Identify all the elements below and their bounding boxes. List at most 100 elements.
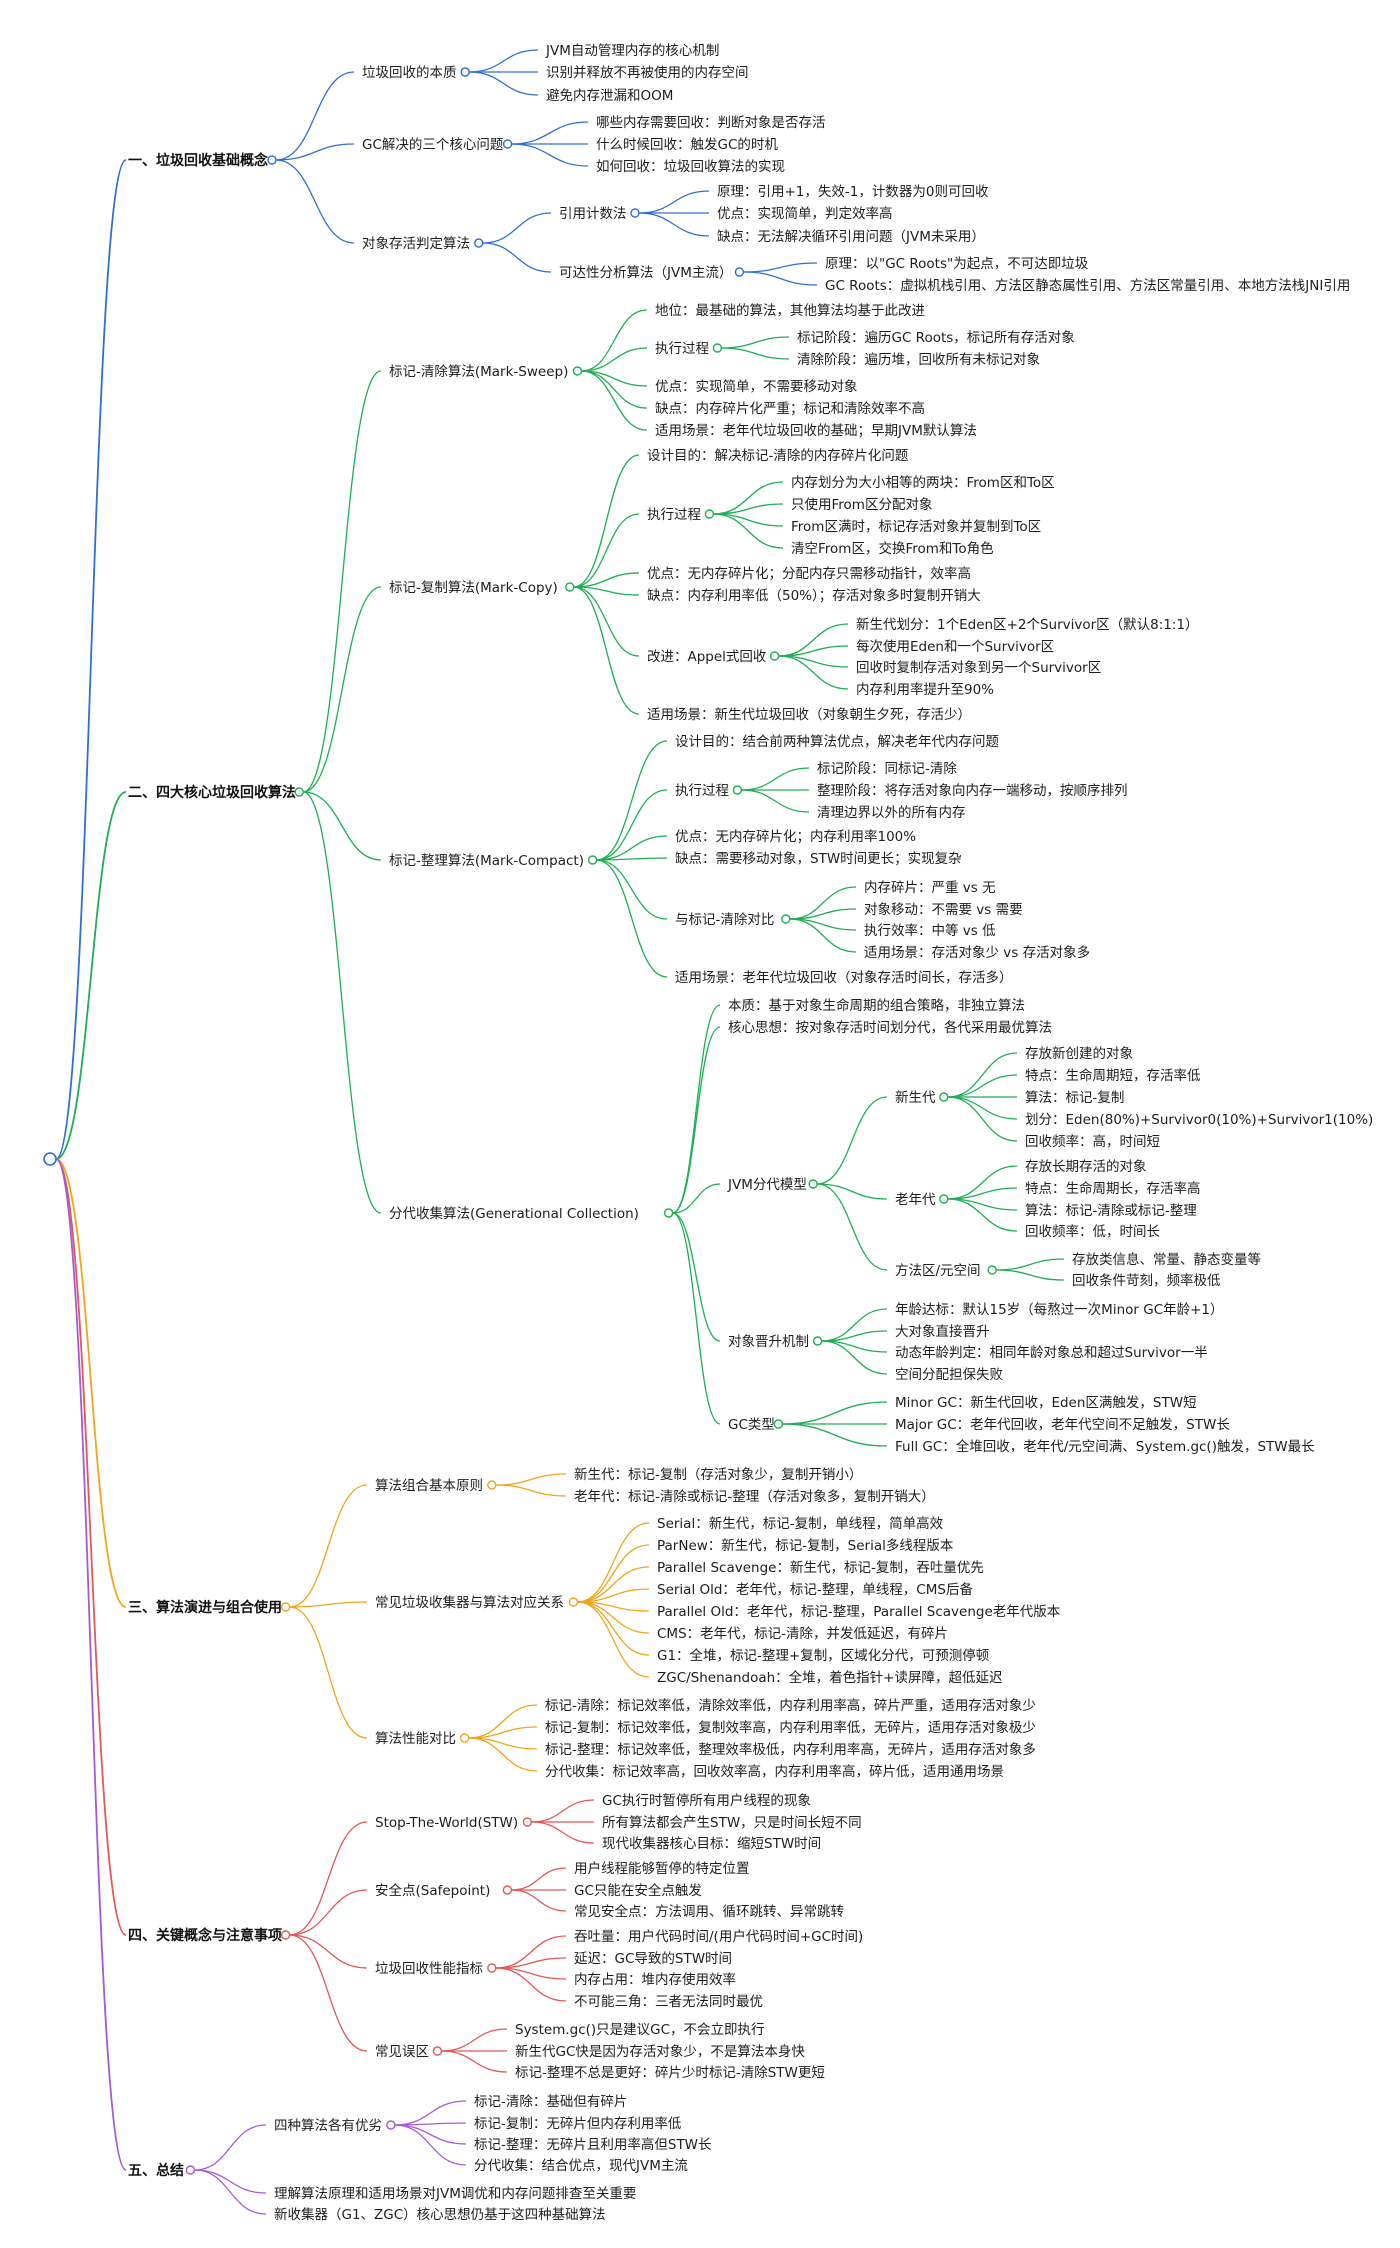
branch-4[interactable]: 五、总结 [128,2162,184,2179]
node-1-0-1[interactable]: 执行过程 [655,341,709,357]
node-1-3-2-0-3-eden-80-survivor0-10-sur[interactable]: 划分：Eden(80%)+Survivor0(10%)+Survivor1(10… [1025,1112,1373,1128]
node-1-3-2-0-1[interactable]: 特点：生命周期短，存活率低 [1025,1067,1201,1084]
node-1-3-4-gc[interactable]: GC类型 [728,1417,775,1433]
node-2-1[interactable]: 常见垃圾收集器与算法对应关系 [375,1594,564,1611]
node-1-0-4-jvm[interactable]: 适用场景：老年代垃圾回收的基础；早期JVM默认算法 [655,422,977,439]
node-1-3-0[interactable]: 本质：基于对象生命周期的组合策略，非独立算法 [728,997,1025,1014]
node-1-2-4-3-vs[interactable]: 适用场景：存活对象少 vs 存活对象多 [864,944,1090,961]
expander-2-0[interactable] [487,1480,497,1490]
node-0-0[interactable]: 垃圾回收的本质 [362,65,457,81]
node-4-0-2-stw[interactable]: 标记-整理：无碎片且利用率高但STW长 [474,2136,712,2153]
node-0-1-2[interactable]: 如何回收：垃圾回收算法的实现 [596,159,785,175]
node-1-0-0[interactable]: 地位：最基础的算法，其他算法均基于此改进 [655,302,925,319]
node-0-2[interactable]: 对象存活判定算法 [362,236,470,252]
node-1-0-1-1[interactable]: 清除阶段：遍历堆，回收所有未标记对象 [797,352,1040,368]
expander-3-3[interactable] [432,2046,443,2056]
expander-1-3[interactable] [663,1208,674,1218]
node-3-1-1-gc[interactable]: GC只能在安全点触发 [574,1882,702,1899]
node-0-2-0-2-jvm[interactable]: 缺点：无法解决循环引用问题（JVM未采用） [717,229,985,245]
node-1-3-2-0-0[interactable]: 存放新创建的对象 [1025,1046,1133,1062]
expander-1-3-2-1[interactable] [939,1194,949,1204]
node-4-0-0[interactable]: 标记-清除：基础但有碎片 [474,2093,627,2110]
node-1-3-generational-collection[interactable]: 分代收集算法(Generational Collection) [389,1206,639,1222]
expander-1-3-2[interactable] [808,1179,818,1189]
node-4-1-jvm[interactable]: 理解算法原理和适用场景对JVM调优和内存问题排查至关重要 [274,2186,636,2202]
node-1-0-3[interactable]: 缺点：内存碎片化严重；标记和清除效率不高 [655,400,925,417]
node-3-2[interactable]: 垃圾回收性能指标 [375,1961,483,1977]
node-1-2-1[interactable]: 执行过程 [675,783,729,799]
node-1-3-3-2-survivor[interactable]: 动态年龄判定：相同年龄对象总和超过Survivor一半 [895,1345,1208,1361]
node-1-2-4-1-vs[interactable]: 对象移动：不需要 vs 需要 [864,902,1023,918]
node-3-2-2[interactable]: 内存占用：堆内存使用效率 [574,1971,736,1988]
expander-1-2-4[interactable] [781,914,791,924]
node-1-0-mark-sweep[interactable]: 标记-清除算法(Mark-Sweep) [389,364,568,380]
node-1-1-2[interactable]: 优点：无内存碎片化；分配内存只需移动指针，效率高 [647,565,971,582]
node-1-2-1-1[interactable]: 整理阶段：将存活对象向内存一端移动，按顺序排列 [817,783,1128,799]
node-3-1-2[interactable]: 常见安全点：方法调用、循环跳转、异常跳转 [574,1903,844,1920]
node-2-2-0[interactable]: 标记-清除：标记效率低，清除效率低，内存利用率高，碎片严重，适用存活对象少 [545,1697,1036,1714]
node-3-0-1-stw[interactable]: 所有算法都会产生STW，只是时间长短不同 [602,1815,862,1831]
node-1-1-5[interactable]: 适用场景：新生代垃圾回收（对象朝生夕死，存活少） [647,707,971,723]
expander-0-1[interactable] [502,139,513,149]
expander-1-1-4[interactable] [769,651,780,661]
node-1-1-4-2-survivor[interactable]: 回收时复制存活对象到另一个Survivor区 [856,659,1101,676]
node-3-1-safepoint[interactable]: 安全点(Safepoint) [375,1882,490,1899]
node-0-2-0-1[interactable]: 优点：实现简单，判定效率高 [717,205,893,222]
node-1-3-2-0[interactable]: 新生代 [895,1090,936,1106]
node-2-1-7-zgc-shenandoah[interactable]: ZGC/Shenandoah：全堆，着色指针+读屏障，超低延迟 [657,1669,1003,1686]
expander-4-0[interactable] [386,2120,396,2130]
node-2-1-6-g1[interactable]: G1：全堆，标记-整理+复制，区域化分代，可预测停顿 [657,1647,989,1664]
node-1-1-4-1-eden-survivor[interactable]: 每次使用Eden和一个Survivor区 [856,638,1054,655]
node-1-2-4-2-vs[interactable]: 执行效率：中等 vs 低 [864,922,996,939]
node-3-2-3[interactable]: 不可能三角：三者无法同时最优 [574,1994,763,2010]
node-1-3-2-1-3[interactable]: 回收频率：低，时间长 [1025,1223,1160,1240]
node-1-3-2-0-2[interactable]: 算法：标记-复制 [1025,1089,1124,1106]
expander-1-2[interactable] [587,855,598,865]
node-1-1-1-1-from[interactable]: 只使用From区分配对象 [791,496,932,513]
node-2-2-1[interactable]: 标记-复制：标记效率低，复制效率高，内存利用率低，无碎片，适用存活对象极少 [545,1719,1036,1736]
node-1-2-4-0-vs[interactable]: 内存碎片：严重 vs 无 [864,880,996,896]
expander-1-3-4[interactable] [773,1419,784,1429]
node-1-1-3-50[interactable]: 缺点：内存利用率低（50%）；存活对象多时复制开销大 [647,587,981,604]
node-0-2-1-jvm[interactable]: 可达性分析算法（JVM主流） [559,265,732,281]
branch-1[interactable]: 二、四大核心垃圾回收算法 [128,784,296,801]
node-3-0-2-stw[interactable]: 现代收集器核心目标：缩短STW时间 [602,1836,821,1852]
node-2-2-2[interactable]: 标记-整理：标记效率低，整理效率极低，内存利用率高，无碎片，适用存活对象多 [545,1741,1036,1758]
node-0-0-2-oom[interactable]: 避免内存泄漏和OOM [546,88,673,104]
node-1-1-4-3-90[interactable]: 内存利用率提升至90% [856,681,994,698]
node-1-3-4-1-major-gc-stw[interactable]: Major GC：老年代回收，老年代空间不足触发，STW长 [895,1417,1230,1433]
node-1-1-0[interactable]: 设计目的：解决标记-清除的内存碎片化问题 [647,448,908,464]
node-0-2-1-1-gc-roots-jni[interactable]: GC Roots：虚拟机栈引用、方法区静态属性引用、方法区常量引用、本地方法栈J… [825,278,1350,294]
node-1-3-3-3[interactable]: 空间分配担保失败 [895,1367,1003,1383]
expander-0-2-0[interactable] [630,208,640,218]
node-0-2-0[interactable]: 引用计数法 [559,206,627,222]
node-1-1-1-0-from-to[interactable]: 内存划分为大小相等的两块：From区和To区 [791,474,1055,491]
expander-1-0[interactable] [572,366,583,376]
node-1-3-2-2-1[interactable]: 回收条件苛刻，频率极低 [1072,1272,1221,1289]
expander-1-3-3[interactable] [812,1336,823,1346]
node-0-1-gc[interactable]: GC解决的三个核心问题 [362,137,503,153]
node-1-3-4-2-full-gc-system-gc-stw[interactable]: Full GC：全堆回收，老年代/元空间满、System.gc()触发，STW最… [895,1438,1315,1455]
node-4-0-1[interactable]: 标记-复制：无碎片但内存利用率低 [474,2115,682,2132]
node-1-3-2-jvm[interactable]: JVM分代模型 [727,1177,807,1193]
expander-1-0-1[interactable] [712,343,723,353]
expander-2-1[interactable] [568,1597,579,1607]
node-1-1-1-2-from-to[interactable]: From区满时，标记存活对象并复制到To区 [791,518,1041,535]
node-3-3[interactable]: 常见误区 [375,2044,429,2060]
expander-1-3-2-2[interactable] [987,1265,997,1275]
expander-0-0[interactable] [460,67,470,77]
expander-0-2[interactable] [474,238,484,248]
expander-1-1[interactable] [565,582,575,592]
node-0-1-1-gc[interactable]: 什么时候回收：触发GC的时机 [596,137,778,153]
node-1-2-0[interactable]: 设计目的：结合前两种算法优点，解决老年代内存问题 [675,733,999,750]
node-1-3-3-1[interactable]: 大对象直接晋升 [895,1323,990,1340]
node-0-0-1[interactable]: 识别并释放不再被使用的内存空间 [546,64,749,81]
node-0-1-0[interactable]: 哪些内存需要回收：判断对象是否存活 [596,115,826,131]
node-2-1-2-parallel-scavenge[interactable]: Parallel Scavenge：新生代，标记-复制，吞吐量优先 [657,1559,984,1576]
node-2-1-3-serial-old-cms[interactable]: Serial Old：老年代，标记-整理，单线程，CMS后备 [657,1581,973,1598]
node-4-0-3-jvm[interactable]: 分代收集：结合优点，现代JVM主流 [474,2158,688,2174]
node-0-0-0-jvm[interactable]: JVM自动管理内存的核心机制 [545,43,719,59]
node-2-1-1-parnew-serial[interactable]: ParNew：新生代，标记-复制，Serial多线程版本 [657,1537,954,1554]
node-1-3-2-2[interactable]: 方法区/元空间 [895,1263,981,1279]
node-1-3-4-0-minor-gc-eden-stw[interactable]: Minor GC：新生代回收，Eden区满触发，STW短 [895,1395,1197,1411]
